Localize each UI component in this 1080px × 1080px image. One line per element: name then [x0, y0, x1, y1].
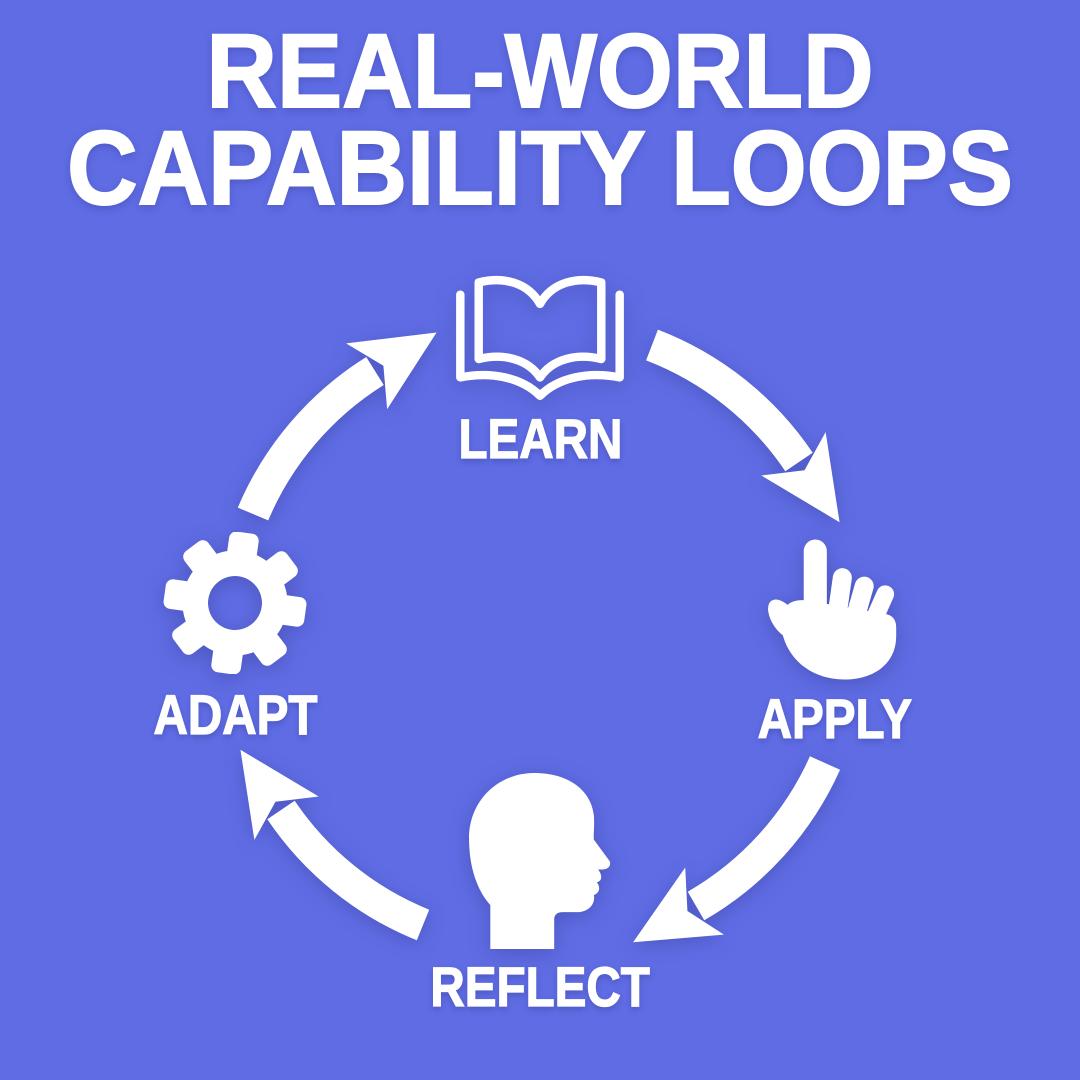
title-line-2: CAPABILITY LOOPS — [66, 109, 1014, 227]
gear-icon — [163, 532, 307, 674]
pointing-hand-icon — [768, 539, 897, 680]
stage-label-learn: LEARN — [457, 407, 622, 470]
stage-label-apply: APPLY — [757, 687, 913, 750]
arrow-reflect-to-adapt — [240, 749, 430, 941]
arrow-learn-to-apply — [645, 329, 840, 523]
stage-label-adapt: ADAPT — [152, 683, 317, 746]
head-profile-icon — [469, 773, 611, 949]
stage-label-reflect: REFLECT — [430, 955, 651, 1018]
arrow-adapt-to-learn — [237, 332, 437, 521]
arrow-apply-to-reflect — [633, 756, 841, 943]
page-title: REAL-WORLD CAPABILITY LOOPS — [38, 13, 1042, 227]
open-book-icon — [456, 275, 624, 401]
stage-learn: LEARN — [415, 264, 665, 469]
stage-apply: APPLY — [715, 538, 955, 749]
title-line-1: REAL-WORLD — [205, 13, 874, 130]
stage-reflect: REFLECT — [415, 773, 665, 1017]
stage-adapt: ADAPT — [110, 532, 360, 745]
